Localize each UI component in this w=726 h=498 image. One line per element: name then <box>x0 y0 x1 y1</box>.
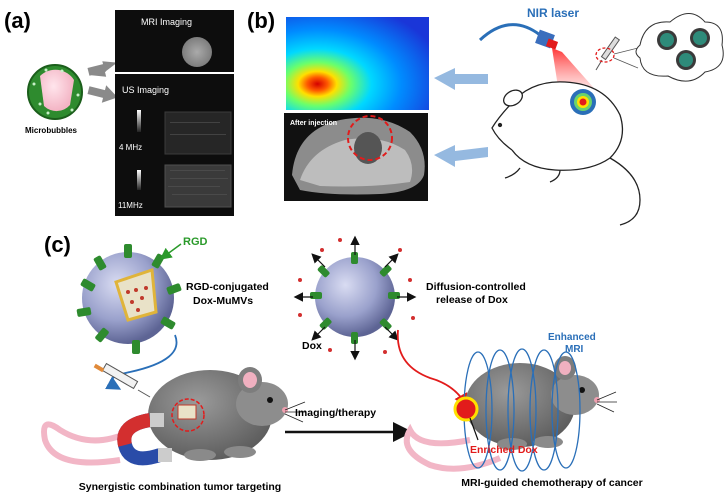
mri-imaging-label: MRI Imaging <box>141 17 192 27</box>
tumor-target-icon <box>570 89 596 115</box>
enhanced-mri-line1: Enhanced <box>548 332 596 343</box>
injection-site-circle <box>595 47 615 63</box>
laser-cable <box>478 23 541 42</box>
panel-b-label: (b) <box>247 8 275 33</box>
mri-coil-rings <box>463 348 581 472</box>
freq-label-4mhz: 4 MHz <box>119 143 142 152</box>
laser-emitter-icon <box>535 29 559 50</box>
diffusion-label-line2: release of Dox <box>436 294 508 306</box>
freq-label-11mhz: 11MHz <box>118 201 143 210</box>
dox-label: Dox <box>302 340 322 352</box>
nanoparticle-cloud <box>635 13 724 82</box>
microbubble-icon <box>27 64 83 120</box>
caption-left: Synergistic combination tumor targeting <box>79 481 281 493</box>
mri-bright-spot <box>182 37 212 67</box>
conjugated-label-line2: Dox-MuMVs <box>193 295 253 307</box>
imaging-therapy-label: Imaging/therapy <box>295 407 376 419</box>
diffusion-label-line1: Diffusion-controlled <box>426 281 526 293</box>
mouse-right-cartoon <box>403 356 617 472</box>
us-scale-bar-1 <box>137 110 141 132</box>
enhanced-mri-line2: MRI <box>565 344 584 355</box>
rgd-nanoparticle-sphere <box>76 244 182 354</box>
rgd-label: RGD <box>183 236 208 248</box>
us-scale-bar-2 <box>137 170 141 190</box>
injection-flow-arrow <box>105 334 178 390</box>
after-injection-label: After injection <box>290 120 337 127</box>
rgd-pointer-arrow <box>159 243 182 260</box>
gray-arrow-us <box>87 85 118 103</box>
us-image-4mhz <box>164 111 232 155</box>
photoacoustic-heatmap <box>286 17 429 110</box>
conjugated-label-line1: RGD-conjugated <box>186 281 269 293</box>
nanoparticle-icons <box>657 28 710 70</box>
tumor-region-left <box>177 404 197 420</box>
mri-imaging-box <box>115 10 234 72</box>
enriched-dox-label: Enriched Dox <box>470 444 538 456</box>
panel-c-label: (c) <box>44 232 71 257</box>
release-arrows <box>293 235 417 361</box>
panel-a-label: (a) <box>4 8 31 33</box>
blue-arrow-heatmap <box>434 68 488 90</box>
tumor-circle-left <box>171 398 205 432</box>
magnet-icon <box>117 413 172 466</box>
dox-release-sphere <box>310 252 400 344</box>
us-imaging-label: US Imaging <box>122 85 169 95</box>
blue-arrow-mri <box>434 145 488 167</box>
syringe-icon <box>595 36 621 71</box>
syringe-c-icon <box>93 362 151 398</box>
microbubbles-label: Microbubbles <box>25 126 78 135</box>
enriched-pointer <box>469 417 479 441</box>
nir-laser-label: NIR laser <box>527 6 579 20</box>
tumor-dashed-circle <box>347 115 393 161</box>
zoom-line-1 <box>613 47 639 55</box>
zoom-line-2 <box>613 57 639 69</box>
dox-molecule-dots <box>298 238 415 354</box>
caption-right: MRI-guided chemotherapy of cancer <box>461 477 642 489</box>
mouse-left-cartoon <box>41 367 306 466</box>
gray-arrow-mri <box>87 61 118 77</box>
mouse-drawing <box>491 81 641 226</box>
enriched-tumor-icon <box>453 396 479 422</box>
targeting-flow-arrow <box>396 329 468 409</box>
